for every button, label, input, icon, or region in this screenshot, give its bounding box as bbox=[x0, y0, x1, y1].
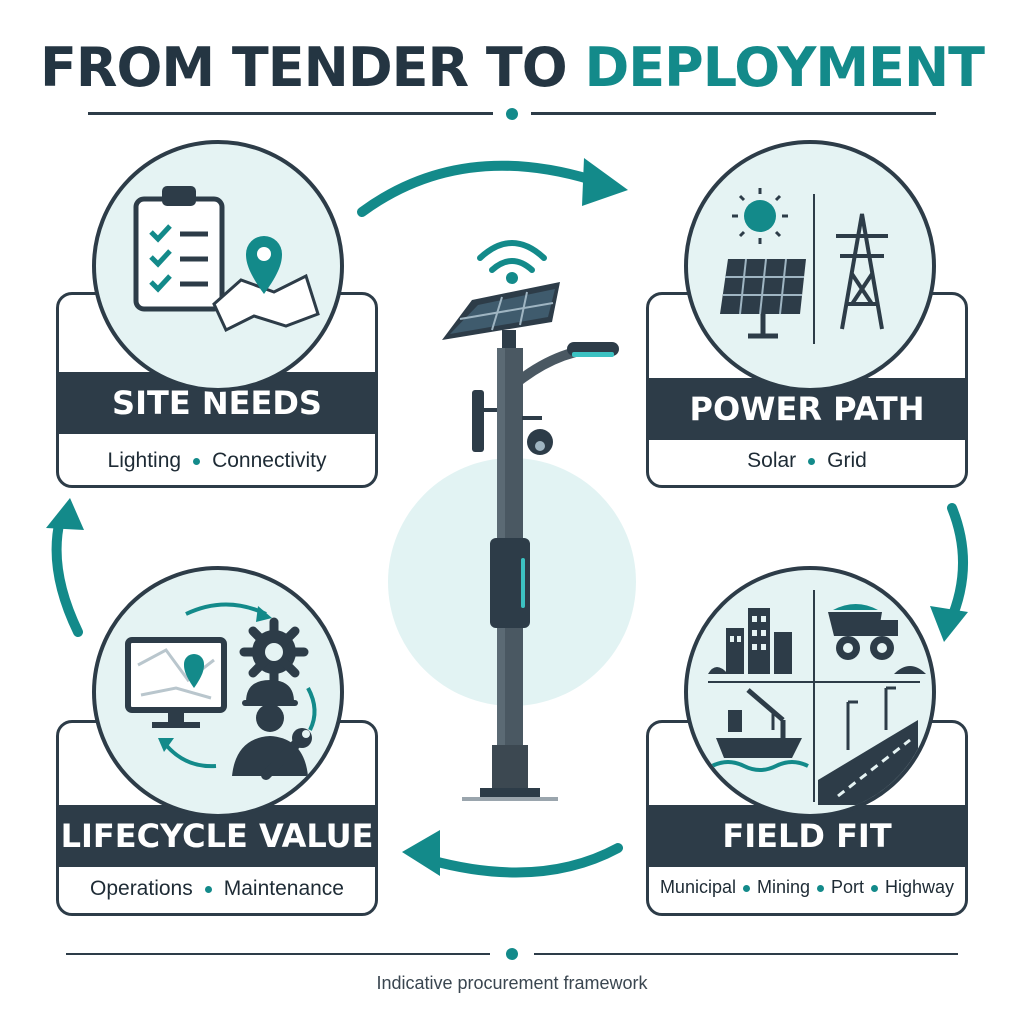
sun-icon bbox=[732, 188, 788, 244]
cycle-arc-top bbox=[185, 602, 267, 616]
highway-icon bbox=[818, 686, 918, 805]
item-operations: Operations bbox=[90, 877, 193, 900]
item-municipal: Municipal bbox=[659, 877, 736, 897]
bullet-dot bbox=[204, 885, 212, 893]
power-path-medallion bbox=[684, 140, 936, 392]
footer-caption: Indicative procurement framework bbox=[376, 973, 648, 993]
card-site-needs-items: Lighting Connectivity bbox=[59, 449, 375, 473]
bullet-dot bbox=[871, 884, 879, 892]
city-icon bbox=[708, 608, 792, 674]
bullet-dot bbox=[817, 884, 825, 892]
page-title: FROM TENDER TO DEPLOYMENT bbox=[0, 36, 1024, 99]
title-part-1: FROM TENDER TO bbox=[40, 36, 585, 99]
clipboard-icon bbox=[133, 186, 225, 312]
card-power-path-items: Solar Grid bbox=[649, 449, 965, 473]
camera-icon bbox=[527, 429, 553, 455]
cycle-arc-right bbox=[306, 687, 317, 731]
monitor-map-icon bbox=[125, 637, 227, 728]
title-part-2: DEPLOYMENT bbox=[584, 36, 985, 99]
worker-icon bbox=[232, 680, 308, 776]
port-crane-icon bbox=[711, 688, 809, 772]
pylon-icon bbox=[836, 213, 888, 330]
item-mining: Mining bbox=[756, 877, 811, 897]
map-icon bbox=[212, 273, 320, 333]
lifecycle-value-medallion bbox=[92, 566, 344, 818]
item-highway: Highway bbox=[885, 877, 955, 897]
arrow-top bbox=[357, 160, 597, 217]
footer-rule-right bbox=[534, 953, 958, 955]
solar-panel-icon bbox=[720, 258, 806, 339]
site-needs-medallion bbox=[92, 140, 344, 392]
bullet-dot bbox=[193, 457, 201, 465]
item-port: Port bbox=[831, 877, 865, 897]
mining-truck-icon bbox=[828, 604, 926, 674]
item-lighting: Lighting bbox=[107, 449, 182, 472]
arrow-right-head bbox=[930, 606, 968, 642]
arrow-bottom bbox=[425, 843, 623, 878]
title-rule-right bbox=[531, 112, 936, 115]
card-field-fit-items: Municipal Mining Port Highway bbox=[649, 877, 965, 898]
arrow-left bbox=[51, 515, 83, 637]
item-connectivity: Connectivity bbox=[212, 449, 327, 472]
item-maintenance: Maintenance bbox=[223, 877, 344, 900]
map-pin-icon bbox=[246, 236, 282, 294]
card-site-needs-title: SITE NEEDS bbox=[59, 372, 375, 434]
title-divider-dot bbox=[506, 108, 518, 120]
item-grid: Grid bbox=[827, 449, 867, 472]
field-fit-medallion bbox=[684, 566, 936, 818]
cycle-arc-left bbox=[164, 743, 217, 769]
item-solar: Solar bbox=[747, 449, 797, 472]
arrow-right bbox=[945, 503, 968, 627]
gear-icon bbox=[239, 617, 309, 687]
title-rule-left bbox=[88, 112, 493, 115]
footer-divider-dot bbox=[506, 948, 518, 960]
bullet-dot bbox=[742, 884, 750, 892]
footer-rule-left bbox=[66, 953, 490, 955]
bullet-dot bbox=[808, 457, 816, 465]
smart-pole-icon bbox=[442, 240, 619, 801]
wrench-icon bbox=[261, 728, 312, 780]
arrow-bottom-head bbox=[402, 830, 440, 876]
solar-panel-on-pole bbox=[442, 282, 560, 340]
arrow-top-head bbox=[582, 158, 628, 206]
card-lifecycle-value-items: Operations Maintenance bbox=[59, 877, 375, 901]
wifi-icon bbox=[477, 240, 547, 273]
arrow-left-head bbox=[46, 498, 84, 530]
